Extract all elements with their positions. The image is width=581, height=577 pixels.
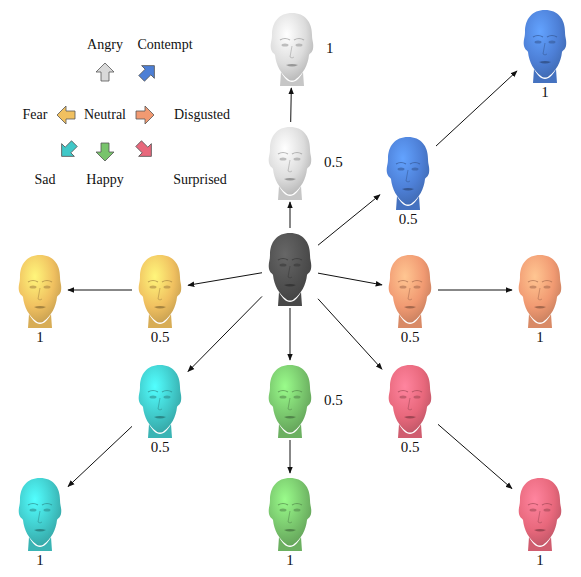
legend-label: Contempt [137, 38, 192, 52]
intensity-value: 0.5 [324, 155, 343, 170]
legend-label: Sad [35, 173, 56, 187]
intensity-value: 1 [541, 85, 549, 100]
legend-label: Surprised [173, 173, 227, 187]
legend-label: Angry [87, 38, 123, 52]
legend-label: Fear [23, 108, 48, 122]
head-shape [382, 134, 434, 210]
face-model [264, 230, 316, 306]
head-shape [134, 362, 186, 438]
legend-arrow [137, 61, 159, 83]
head-shape [266, 10, 318, 86]
head-shape [264, 475, 316, 551]
face-model: 0.5 [264, 362, 316, 438]
head-shape [264, 362, 316, 438]
head-shape [514, 475, 566, 551]
face-model: 0.5 [134, 252, 186, 328]
face-model: 0.5 [384, 362, 436, 438]
head-shape [384, 362, 436, 438]
intensity-arrow [188, 296, 262, 371]
intensity-arrow [290, 202, 291, 228]
intensity-value: 0.5 [324, 393, 343, 408]
head-shape [14, 252, 66, 328]
head-shape [264, 124, 316, 200]
intensity-arrow [318, 273, 382, 285]
intensity-value: 1 [36, 330, 44, 345]
intensity-arrow [290, 88, 292, 122]
intensity-arrow [318, 299, 382, 369]
legend-arrow [94, 61, 116, 83]
intensity-arrow [68, 426, 132, 486]
intensity-arrow [438, 290, 512, 291]
intensity-arrow [68, 290, 132, 291]
legend-arrow [94, 141, 116, 163]
legend-label: Disgusted [174, 108, 230, 122]
intensity-arrow [318, 195, 380, 245]
face-model: 1 [266, 10, 318, 86]
face-model: 1 [14, 475, 66, 551]
face-model: 1 [514, 475, 566, 551]
intensity-value: 1 [326, 41, 334, 56]
legend-arrow [134, 139, 156, 161]
face-model: 1 [14, 252, 66, 328]
intensity-arrow [438, 424, 512, 488]
intensity-arrow [290, 308, 291, 360]
intensity-value: 0.5 [399, 212, 418, 227]
face-model: 0.5 [384, 252, 436, 328]
head-shape [14, 475, 66, 551]
legend-arrow [57, 139, 79, 161]
intensity-value: 1 [536, 553, 544, 568]
legend-arrow [134, 104, 156, 126]
intensity-value: 0.5 [401, 330, 420, 345]
head-shape [264, 230, 316, 306]
head-shape [384, 252, 436, 328]
intensity-value: 1 [536, 330, 544, 345]
intensity-arrow [290, 440, 291, 473]
legend-arrow [55, 104, 77, 126]
intensity-value: 1 [36, 553, 44, 568]
face-model: 0.5 [134, 362, 186, 438]
head-shape [519, 7, 571, 83]
face-model: 0.5 [382, 134, 434, 210]
intensity-value: 0.5 [151, 330, 170, 345]
intensity-value: 1 [286, 553, 294, 568]
legend-label: Happy [86, 173, 123, 187]
face-model: 1 [514, 252, 566, 328]
intensity-arrow [188, 273, 262, 286]
face-model: 1 [519, 7, 571, 83]
intensity-arrow [436, 71, 517, 146]
intensity-value: 0.5 [151, 440, 170, 455]
head-shape [514, 252, 566, 328]
face-model: 0.5 [264, 124, 316, 200]
face-model: 1 [264, 475, 316, 551]
intensity-value: 0.5 [401, 440, 420, 455]
center-label: Neutral [84, 108, 126, 122]
head-shape [134, 252, 186, 328]
